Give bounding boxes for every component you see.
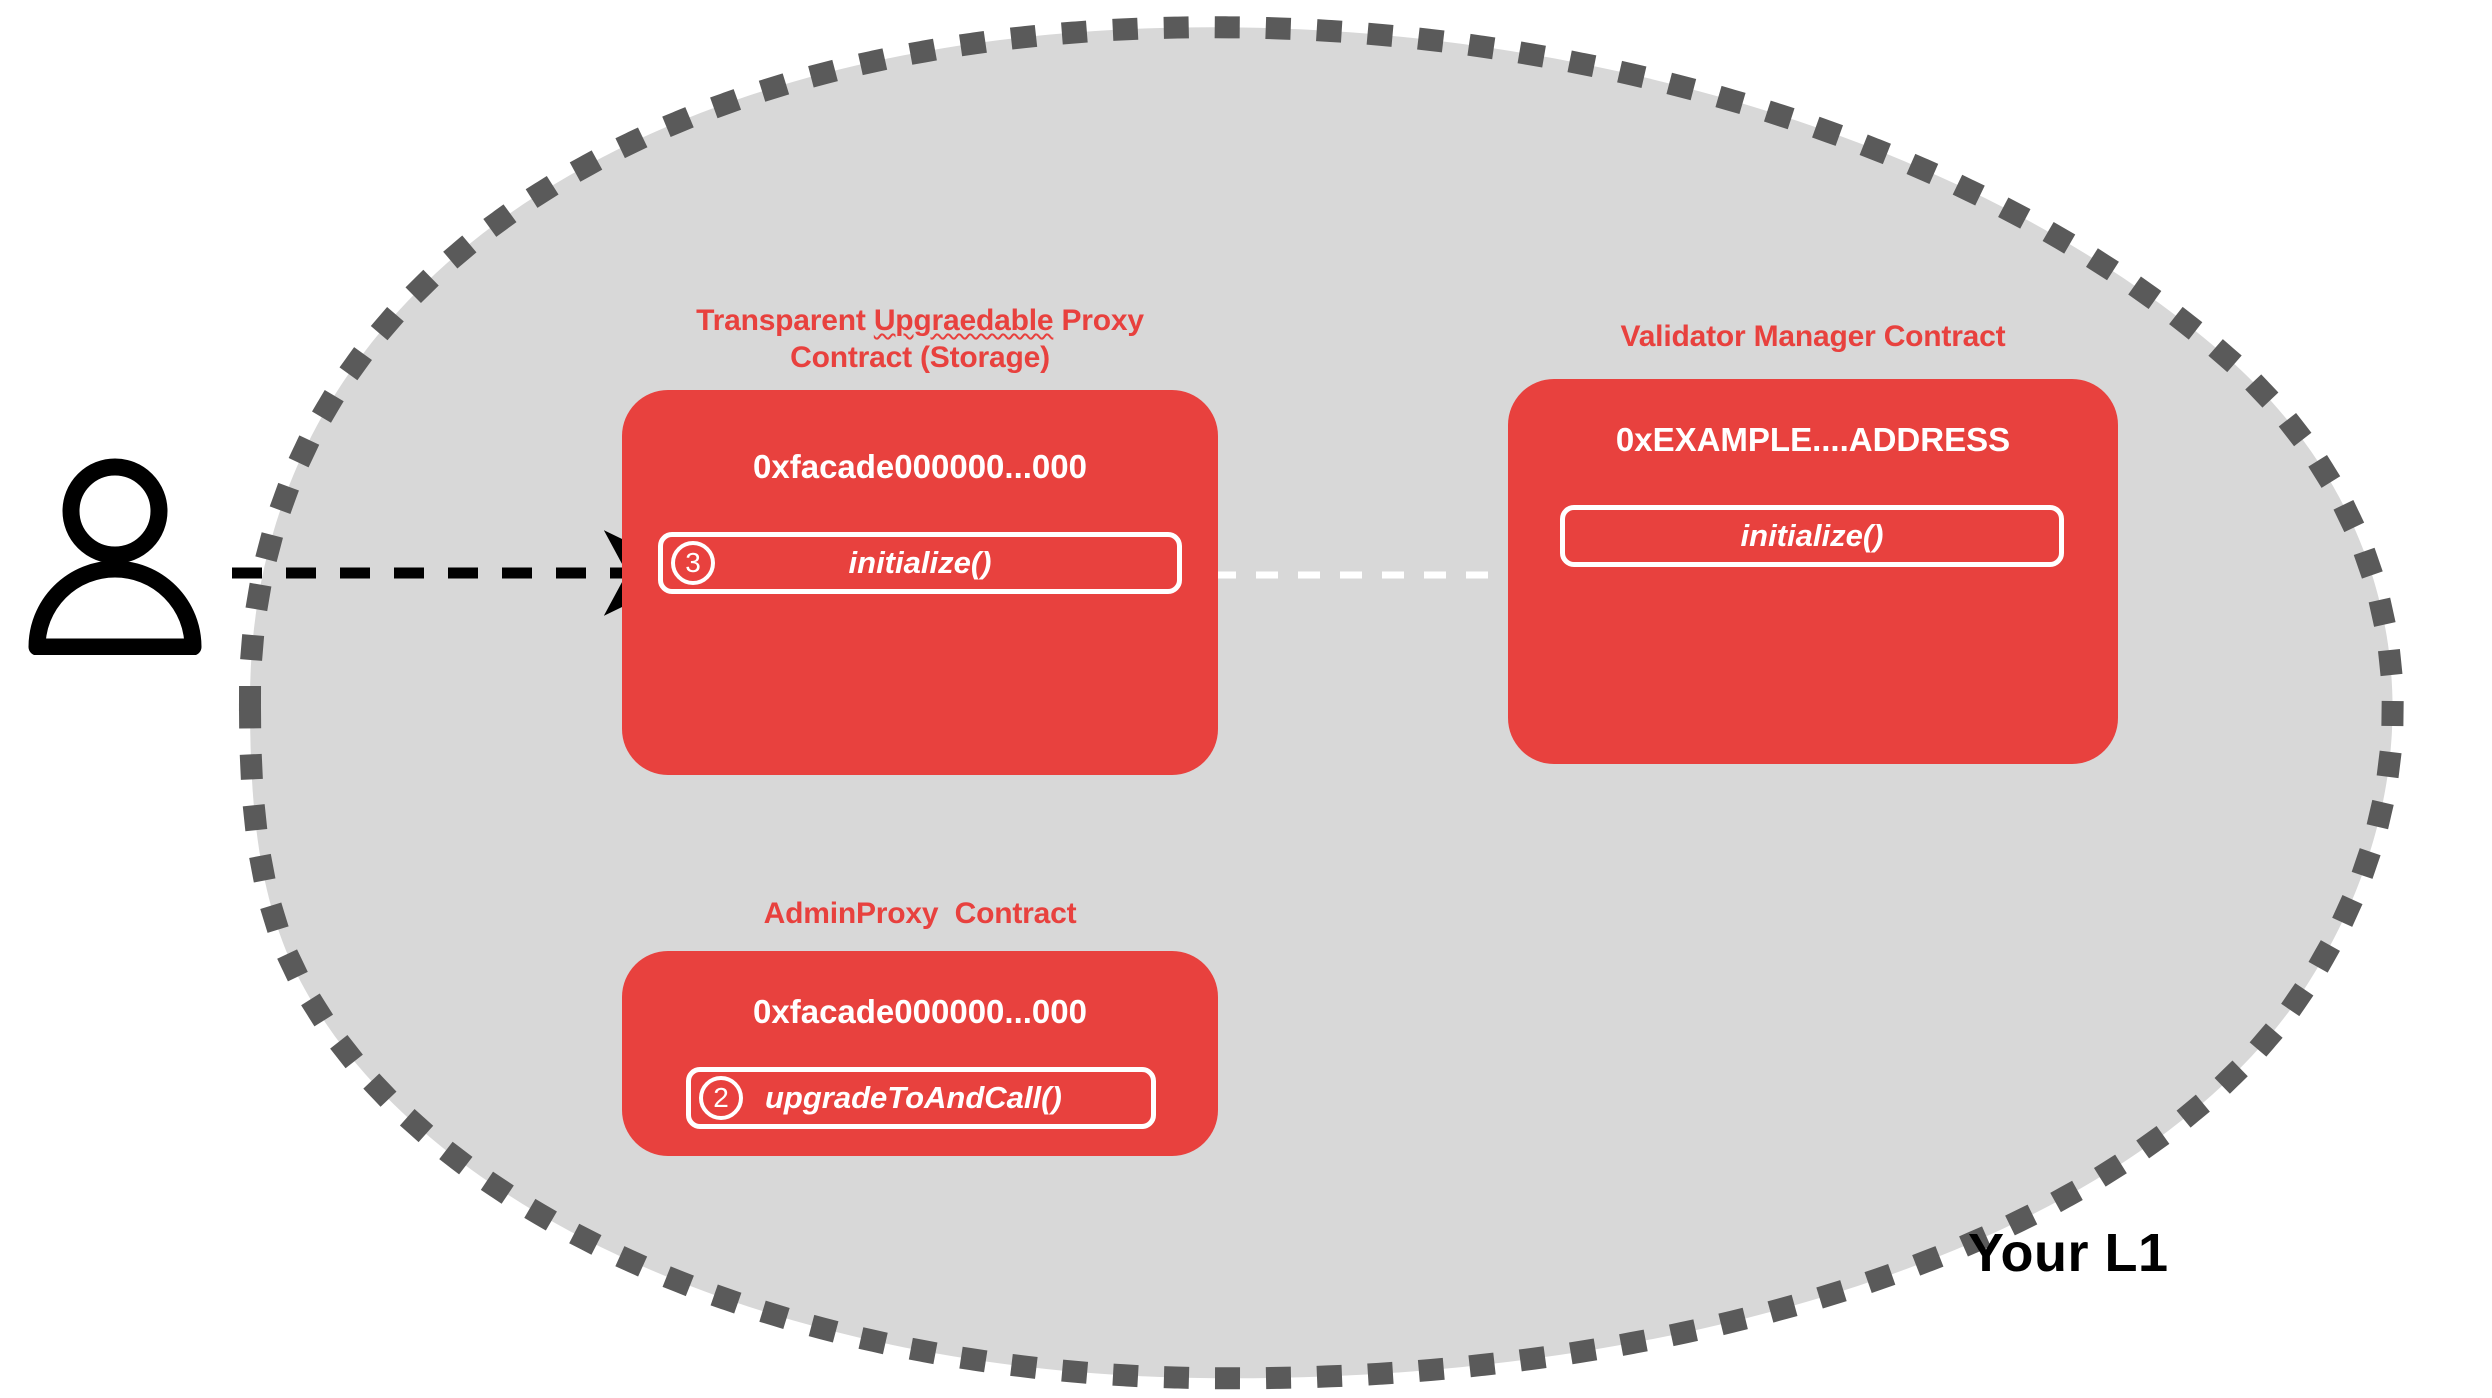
contract-title: Validator Manager Contract xyxy=(1620,320,2006,353)
user-icon xyxy=(28,458,202,655)
function-label: initialize() xyxy=(848,545,992,580)
contract-title-misspelled-word: Upgraedable xyxy=(873,304,1054,337)
contract-validator-manager[interactable]: Validator Manager Contract 0xEXAMPLE....… xyxy=(1508,318,2118,764)
function-row-initialize[interactable]: 3 initialize() xyxy=(658,532,1182,594)
function-row-initialize[interactable]: initialize() xyxy=(1560,505,2064,567)
contract-title-part-3: Proxy xyxy=(1053,304,1144,337)
environment-label: Your L1 xyxy=(1968,1223,2169,1283)
function-label: initialize() xyxy=(1740,518,1884,553)
contract-address: 0xfacade000000...000 xyxy=(753,448,1087,485)
contract-address: 0xfacade000000...000 xyxy=(753,993,1087,1030)
function-label: upgradeToAndCall() xyxy=(765,1080,1062,1115)
contract-box[interactable]: 0xfacade000000...000 2 upgradeToAndCall(… xyxy=(622,951,1218,1156)
blob-dotted-border xyxy=(238,16,2404,1390)
contract-title-line-2: Contract (Storage) xyxy=(790,341,1050,374)
contract-box[interactable]: 0xfacade000000...000 3 initialize() xyxy=(622,390,1218,775)
step-badge: 2 xyxy=(699,1076,743,1120)
contract-admin-proxy[interactable]: AdminProxy Contract 0xfacade000000...000… xyxy=(622,895,1218,1156)
contract-title: AdminProxy Contract xyxy=(763,897,1077,930)
contract-box[interactable]: 0xEXAMPLE....ADDRESS initialize() xyxy=(1508,379,2118,764)
step-badge: 3 xyxy=(671,541,715,585)
contract-title-part-1: Transparent xyxy=(696,304,874,337)
function-row-upgrade-to-and-call[interactable]: 2 upgradeToAndCall() xyxy=(686,1067,1156,1129)
contract-address: 0xEXAMPLE....ADDRESS xyxy=(1615,421,2011,458)
